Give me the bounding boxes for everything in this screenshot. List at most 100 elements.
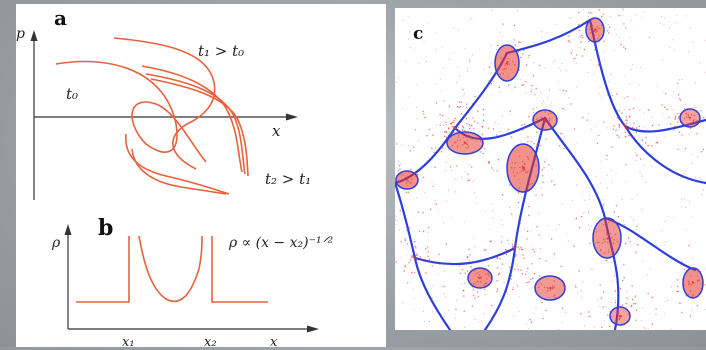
particle-red — [530, 321, 533, 324]
particle-red — [676, 279, 679, 281]
particle-red — [522, 170, 524, 172]
particle-background — [499, 32, 501, 34]
particle-red — [624, 131, 626, 133]
particle-background — [410, 173, 412, 175]
particle-red — [522, 53, 524, 55]
particle-red — [462, 289, 465, 292]
particle-red — [605, 259, 608, 262]
particle-red — [560, 133, 562, 135]
particle-red — [486, 278, 488, 280]
particle-background — [575, 285, 577, 287]
particle-red — [625, 116, 628, 118]
particle-background — [643, 327, 645, 328]
particle-red — [645, 142, 647, 144]
particle-background — [424, 321, 425, 323]
particle-background — [576, 142, 578, 144]
particle-red — [408, 262, 410, 264]
particle-red — [683, 108, 686, 110]
particle-red — [608, 235, 610, 238]
particle-red — [519, 41, 521, 44]
particle-red — [588, 12, 590, 14]
particle-red — [539, 275, 541, 277]
particle-red — [598, 61, 600, 64]
particle-red — [603, 224, 605, 226]
particle-background — [511, 89, 513, 91]
panel-b-x-arrow — [307, 325, 319, 333]
particle-red — [426, 135, 428, 137]
particle-red — [463, 295, 465, 297]
particle-red — [645, 137, 647, 139]
particle-background — [569, 17, 570, 18]
particle-red — [453, 141, 456, 144]
particle-red — [688, 283, 690, 286]
particle-red — [550, 112, 552, 115]
particle-red — [399, 168, 401, 170]
particle-red — [457, 136, 460, 138]
particle-red — [518, 41, 520, 43]
particle-red — [466, 123, 468, 125]
particle-red — [521, 84, 523, 87]
particle-red — [404, 239, 406, 242]
particle-red — [471, 138, 473, 140]
particle-red — [625, 127, 627, 129]
particle-red — [512, 46, 514, 48]
particle-red — [620, 43, 622, 46]
particle-background — [584, 199, 586, 201]
particle-background — [685, 206, 687, 208]
particle-red — [439, 113, 441, 116]
particle-red — [477, 277, 480, 279]
particle-red — [453, 119, 455, 122]
particle-background — [471, 181, 473, 183]
particle-red — [525, 64, 528, 66]
particle-red — [485, 282, 487, 284]
particle-red — [461, 129, 464, 131]
particle-red — [459, 139, 461, 141]
particle-red — [416, 254, 418, 257]
particle-background — [613, 50, 615, 52]
particle-background — [561, 322, 563, 323]
particle-red — [509, 266, 511, 268]
particle-background — [610, 302, 612, 304]
particle-background — [607, 174, 608, 176]
particle-red — [636, 155, 638, 157]
particle-red — [536, 131, 538, 133]
particle-background — [442, 100, 444, 102]
particle-red — [637, 243, 639, 246]
particle-background — [508, 243, 510, 245]
particle-background — [519, 296, 521, 298]
particle-red — [525, 172, 527, 174]
particle-red — [471, 305, 474, 307]
particle-red — [589, 32, 592, 34]
particle-background — [622, 96, 624, 98]
particle-red — [507, 129, 510, 131]
particle-red — [464, 272, 466, 274]
particle-red — [547, 290, 549, 292]
particle-background — [524, 169, 526, 171]
particle-red — [422, 176, 425, 178]
particle-red — [635, 131, 638, 134]
particle-background — [459, 75, 460, 77]
particle-red — [502, 73, 504, 75]
particle-red — [522, 84, 525, 86]
particle-background — [473, 290, 475, 291]
particle-red — [593, 29, 596, 31]
curve-t2-a — [141, 65, 243, 173]
particle-red — [573, 128, 576, 130]
particle-red — [678, 131, 681, 134]
particle-red — [453, 131, 455, 134]
particle-background — [441, 46, 443, 48]
particle-red — [634, 303, 637, 305]
particle-red — [652, 124, 654, 127]
particle-background — [671, 286, 673, 288]
particle-red — [510, 275, 513, 277]
particle-red — [522, 254, 524, 256]
particle-red — [467, 179, 469, 181]
particle-red — [602, 306, 604, 308]
particle-red — [651, 145, 653, 147]
particle-background — [423, 311, 425, 312]
particle-background — [673, 49, 675, 51]
particle-background — [574, 218, 576, 220]
particle-background — [509, 207, 511, 208]
particle-background — [508, 84, 510, 86]
particle-red — [618, 317, 620, 319]
